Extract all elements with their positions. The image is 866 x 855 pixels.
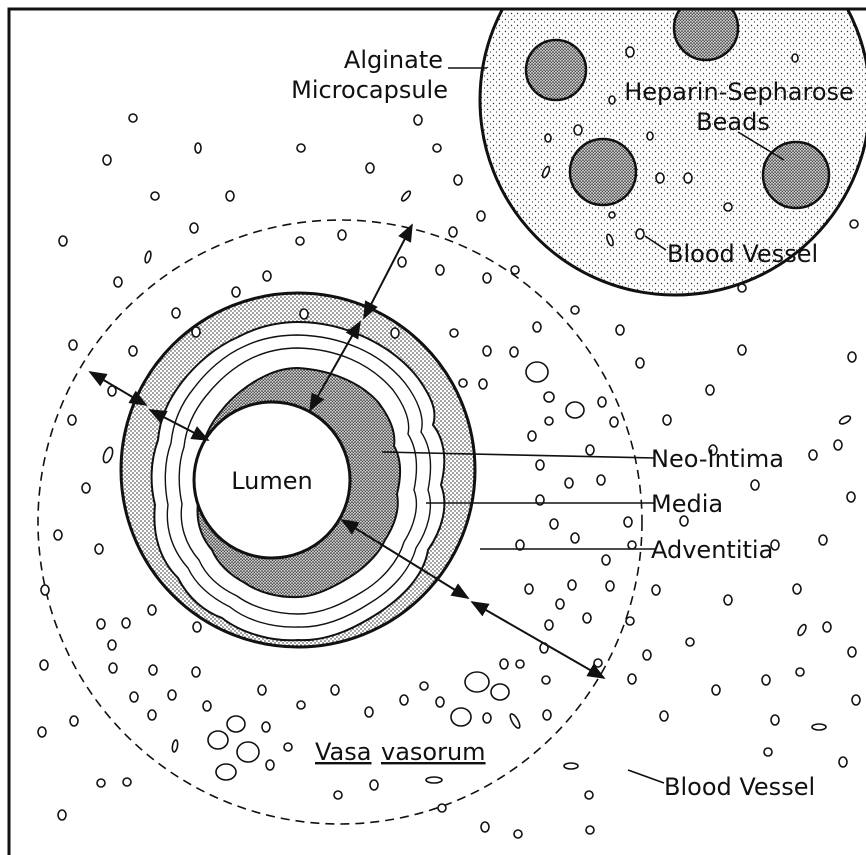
leader-blood-vessel-tissue — [628, 770, 664, 783]
label-heparin-line1: Heparin-Sepharose — [624, 78, 854, 106]
heparin-bead — [526, 40, 586, 100]
label-blood-vessel-tissue: Blood Vessel — [664, 773, 815, 801]
heparin-bead — [570, 139, 636, 205]
arrow-left-boundary — [90, 372, 146, 405]
label-vasa: Vasa — [315, 738, 371, 766]
label-heparin-line2: Beads — [696, 108, 770, 136]
heparin-bead — [763, 142, 829, 208]
label-vasorum: vasorum — [381, 738, 486, 766]
label-blood-vessel-capsule: Blood Vessel — [667, 240, 818, 268]
label-neo-intima: Neo-Intima — [651, 445, 784, 473]
label-lumen: Lumen — [231, 467, 313, 495]
label-alginate-line2: Microcapsule — [291, 76, 448, 104]
label-media: Media — [651, 490, 723, 518]
label-adventitia: Adventitia — [651, 536, 773, 564]
arrow-capsule-to-adventitia — [364, 225, 412, 318]
label-alginate-line1: Alginate — [344, 46, 443, 74]
